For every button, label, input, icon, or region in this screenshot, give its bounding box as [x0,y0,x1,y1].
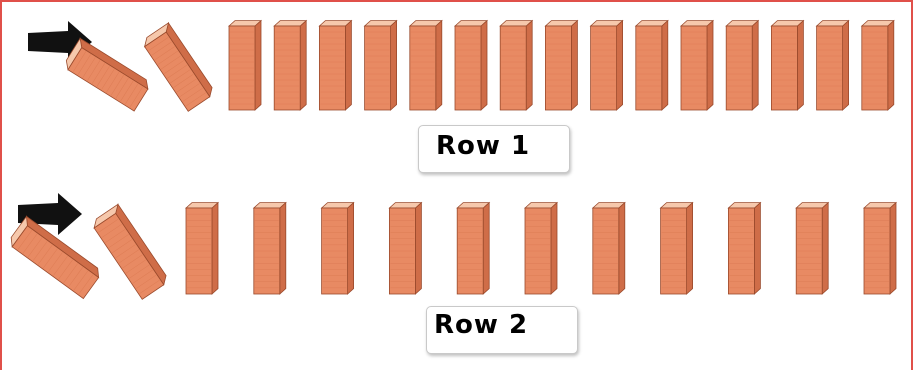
row-2-label: Row 2 [434,310,529,340]
standing-domino [725,19,760,111]
standing-domino [589,19,624,111]
standing-domino [363,19,398,111]
standing-domino [860,19,895,111]
standing-domino [388,201,423,295]
standing-domino [453,19,489,111]
standing-domino [252,201,287,295]
fallen-domino [143,21,213,112]
standing-domino [499,19,534,111]
standing-domino [727,201,762,295]
standing-domino [408,19,443,111]
fallen-domino [10,215,100,300]
standing-domino [591,201,626,295]
standing-domino [795,201,830,295]
standing-domino [659,201,694,295]
standing-domino [318,19,353,111]
standing-domino [862,201,898,295]
standing-domino [679,19,715,111]
standing-domino [523,201,559,295]
fallen-domino [65,37,149,112]
row-2-label-box [426,306,578,354]
domino-row-1 [28,19,895,112]
standing-domino [184,201,220,295]
arrow-right-icon [18,193,82,235]
standing-domino [320,201,355,295]
standing-domino [227,19,263,111]
standing-domino [456,201,491,295]
standing-domino [770,19,805,111]
row-1-label: Row 1 [436,131,531,161]
standing-domino [634,19,669,111]
domino-row-2 [10,193,898,300]
standing-domino [273,19,308,111]
fallen-domino [93,203,167,300]
standing-domino [815,19,850,111]
standing-domino [544,19,579,111]
row-1-label-box [418,125,570,173]
